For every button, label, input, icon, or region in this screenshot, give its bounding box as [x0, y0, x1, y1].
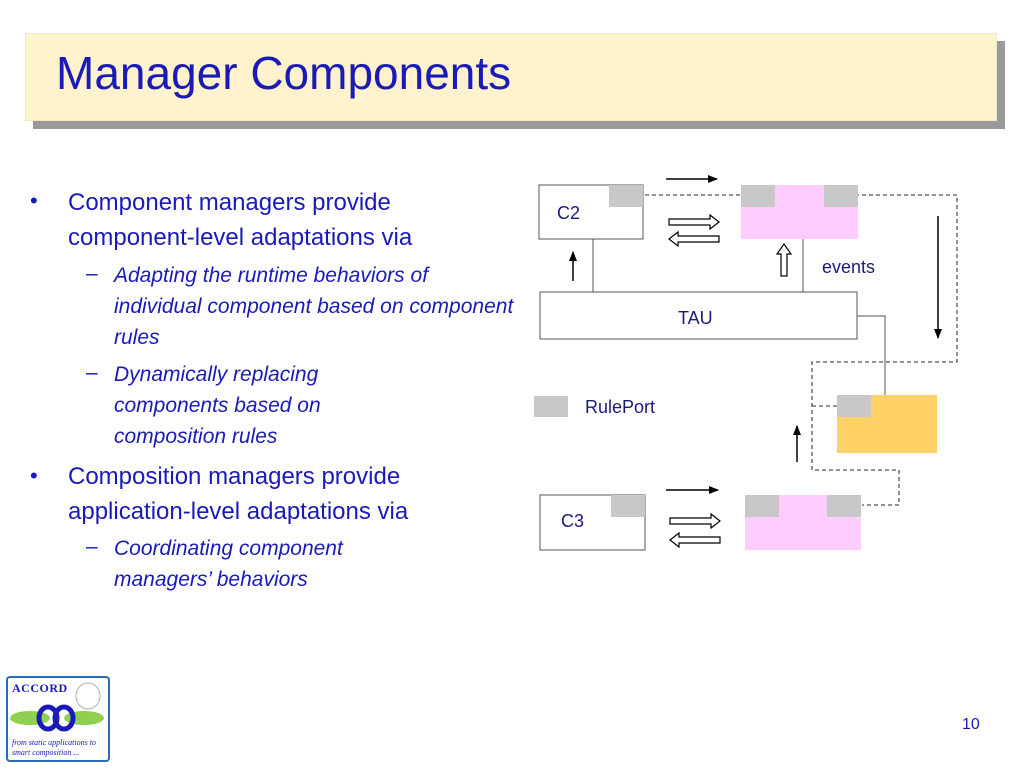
tau-to-composition-connector	[857, 315, 886, 396]
hollow-arrow-left-top	[668, 230, 720, 248]
logo-word: ACCORD	[12, 681, 68, 695]
bullet-composition-managers: Composition managers provide application…	[68, 463, 409, 525]
logo-emblem-icon	[10, 682, 104, 732]
sub-bullet-coordinating: Coordinating component managers’ behavio…	[114, 537, 343, 591]
sub-bullet-marker: –	[86, 535, 98, 558]
accord-logo: ACCORD from static applications to smart…	[6, 676, 110, 762]
manager-bottom-port-right	[827, 495, 861, 517]
sub-bullet-runtime-behaviors: Adapting the runtime behaviors of indivi…	[114, 264, 514, 349]
c3-rule-port	[611, 495, 645, 517]
logo-tagline: from static applications to smart compos…	[12, 738, 96, 757]
c2-rule-port	[609, 185, 643, 207]
bullet-marker: •	[30, 188, 38, 213]
legend-rule-port-label: RulePort	[585, 397, 655, 417]
bullet-marker: •	[30, 463, 38, 488]
hollow-arrow-right-bottom	[669, 512, 721, 530]
manager-top-port-left	[741, 185, 775, 207]
title-box	[25, 33, 997, 121]
slide-title: Manager Components	[56, 47, 512, 99]
sub-bullet-replacing-components: Dynamically replacing components based o…	[114, 363, 321, 448]
dashed-connector-top	[645, 194, 958, 506]
manager-top-port-right	[824, 185, 858, 207]
events-label: events	[822, 257, 875, 277]
bullet-component-managers: Component managers provide component-lev…	[68, 189, 413, 251]
hollow-arrow-up-events	[775, 242, 793, 277]
tau-label: TAU	[678, 308, 713, 328]
hollow-arrow-left-bottom	[669, 531, 721, 549]
composition-manager-port	[837, 395, 871, 417]
legend-rule-port-swatch	[534, 396, 568, 417]
c2-label: C2	[557, 203, 580, 223]
hollow-arrow-right-top	[668, 213, 720, 231]
tau-box	[539, 291, 858, 340]
sub-bullet-marker: –	[86, 361, 98, 384]
sub-bullet-marker: –	[86, 262, 98, 285]
page-number: 10	[962, 716, 980, 733]
c3-label: C3	[561, 511, 584, 531]
manager-bottom-port-left	[745, 495, 779, 517]
